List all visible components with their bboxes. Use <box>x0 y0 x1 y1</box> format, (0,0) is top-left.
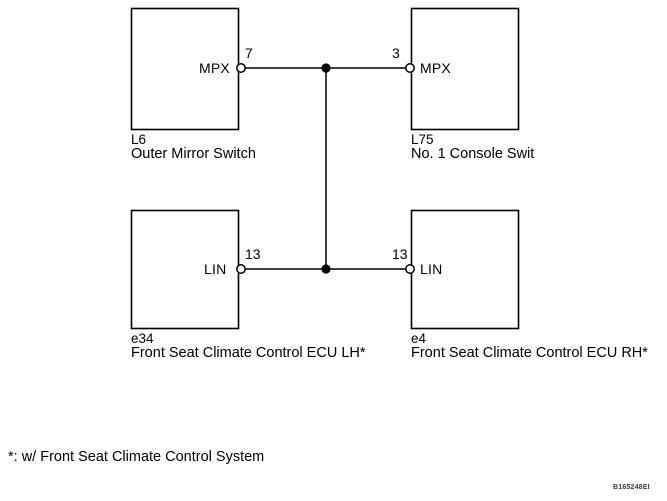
pin-number-front-seat-climate-control-ecu-rh: 13 <box>392 246 408 262</box>
component-name-front-seat-climate-control-ecu-lh: Front Seat Climate Control ECU LH* <box>131 346 366 357</box>
terminal-pin-front-seat-climate-control-ecu-lh-lin <box>236 264 246 274</box>
connector-id-no-1-console-switch: L75 <box>411 132 434 147</box>
connector-id-outer-mirror-switch: L6 <box>131 132 147 147</box>
component-box-no-1-console-switch <box>410 7 520 131</box>
pin-number-no-1-console-switch: 3 <box>392 45 400 61</box>
component-name-clip-front-seat-climate-control-ecu-lh: Front Seat Climate Control ECU LH* <box>131 346 431 357</box>
terminal-pin-no-1-console-switch-mpx <box>405 63 415 73</box>
connector-id-front-seat-climate-control-ecu-rh: e4 <box>411 331 427 346</box>
component-box-outer-mirror-switch <box>130 7 240 131</box>
component-name-clip-front-seat-climate-control-ecu-rh: Front Seat Climate Control ECU RH* <box>411 346 667 357</box>
component-box-front-seat-climate-control-ecu-lh <box>130 209 240 330</box>
component-name-outer-mirror-switch: Outer Mirror Switch <box>131 146 256 162</box>
terminal-label-front-seat-climate-control-ecu-rh-lin: LIN <box>420 261 443 277</box>
component-box-front-seat-climate-control-ecu-rh <box>410 209 520 330</box>
pin-number-front-seat-climate-control-ecu-lh: 13 <box>245 246 261 262</box>
junction-dot-upper <box>321 63 331 73</box>
component-name-front-seat-climate-control-ecu-rh: Front Seat Climate Control ECU RH* <box>411 346 648 357</box>
component-name-no-1-console-switch: No. 1 Console Swit <box>411 146 535 162</box>
terminal-pin-front-seat-climate-control-ecu-rh-lin <box>405 264 415 274</box>
terminal-label-outer-mirror-switch-mpx: MPX <box>199 60 230 76</box>
pin-number-outer-mirror-switch: 7 <box>245 45 253 61</box>
terminal-label-front-seat-climate-control-ecu-lh-lin: LIN <box>204 261 227 277</box>
footnote-text: *: w/ Front Seat Climate Control System <box>8 449 265 465</box>
junction-dot-lower <box>321 264 331 274</box>
connector-id-front-seat-climate-control-ecu-lh: e34 <box>131 331 154 346</box>
terminal-label-no-1-console-switch-mpx: MPX <box>420 60 451 76</box>
terminal-pin-outer-mirror-switch-mpx <box>236 63 246 73</box>
reference-code: B165248EI <box>613 484 650 491</box>
